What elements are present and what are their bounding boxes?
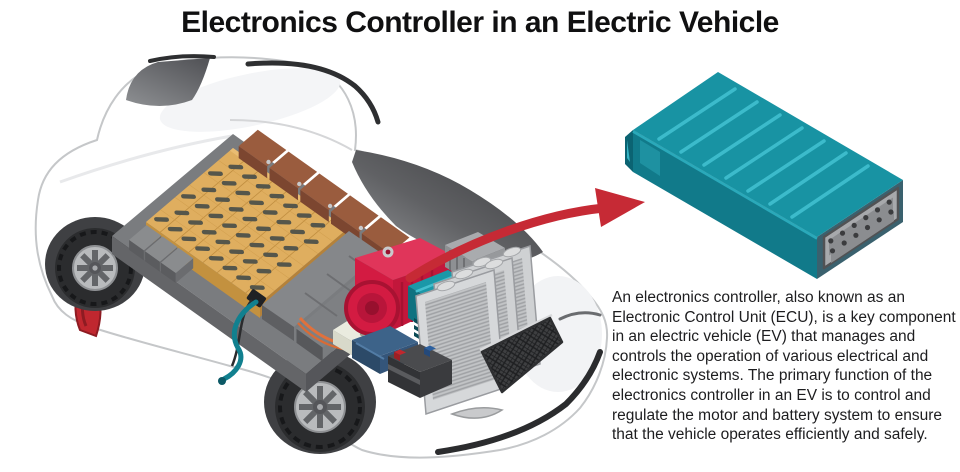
spokes bbox=[299, 386, 341, 428]
controller-end-face bbox=[625, 130, 633, 172]
connector-port bbox=[822, 186, 900, 270]
roof-highlight bbox=[159, 68, 341, 132]
controller-ridges bbox=[657, 87, 870, 219]
front-fascia bbox=[435, 311, 603, 455]
electric-motor bbox=[344, 238, 465, 336]
tire-tread bbox=[57, 230, 133, 306]
page-title: Electronics Controller in an Electric Ve… bbox=[181, 6, 779, 39]
grille-chrome-strip bbox=[479, 313, 553, 352]
battery-modules-brown bbox=[238, 129, 410, 266]
callout-arrow bbox=[405, 188, 645, 283]
fog-scoop bbox=[449, 407, 504, 419]
auxiliary-battery bbox=[388, 344, 452, 398]
tire-tread bbox=[278, 365, 362, 449]
battery-terminal-blue bbox=[424, 345, 436, 357]
battery-modules-gray bbox=[129, 225, 194, 283]
radiator bbox=[415, 244, 541, 416]
rear-window bbox=[126, 58, 210, 106]
rear-window-trim bbox=[148, 54, 216, 63]
hub-cap bbox=[317, 404, 323, 410]
quarter-crease bbox=[59, 134, 233, 184]
arrow-shaft bbox=[405, 203, 609, 283]
battery-terminal-red bbox=[394, 349, 406, 361]
battery-pack bbox=[146, 148, 347, 318]
hub-cap bbox=[92, 265, 98, 271]
door-seam bbox=[229, 119, 353, 151]
grille-mesh bbox=[480, 316, 564, 394]
spokes bbox=[77, 250, 113, 286]
controller-side-left bbox=[633, 130, 817, 279]
headlight bbox=[558, 311, 602, 321]
connector-pins bbox=[828, 199, 894, 254]
electronics-controller bbox=[625, 72, 903, 279]
bumper-lip bbox=[435, 349, 603, 455]
description-text: An electronics controller, also known as… bbox=[612, 289, 956, 444]
battery-cell-slots bbox=[154, 164, 326, 290]
charging-cable bbox=[218, 289, 267, 385]
battery-band-dividers bbox=[160, 160, 333, 291]
arrow-head bbox=[595, 188, 645, 227]
roof-rail bbox=[245, 60, 381, 125]
